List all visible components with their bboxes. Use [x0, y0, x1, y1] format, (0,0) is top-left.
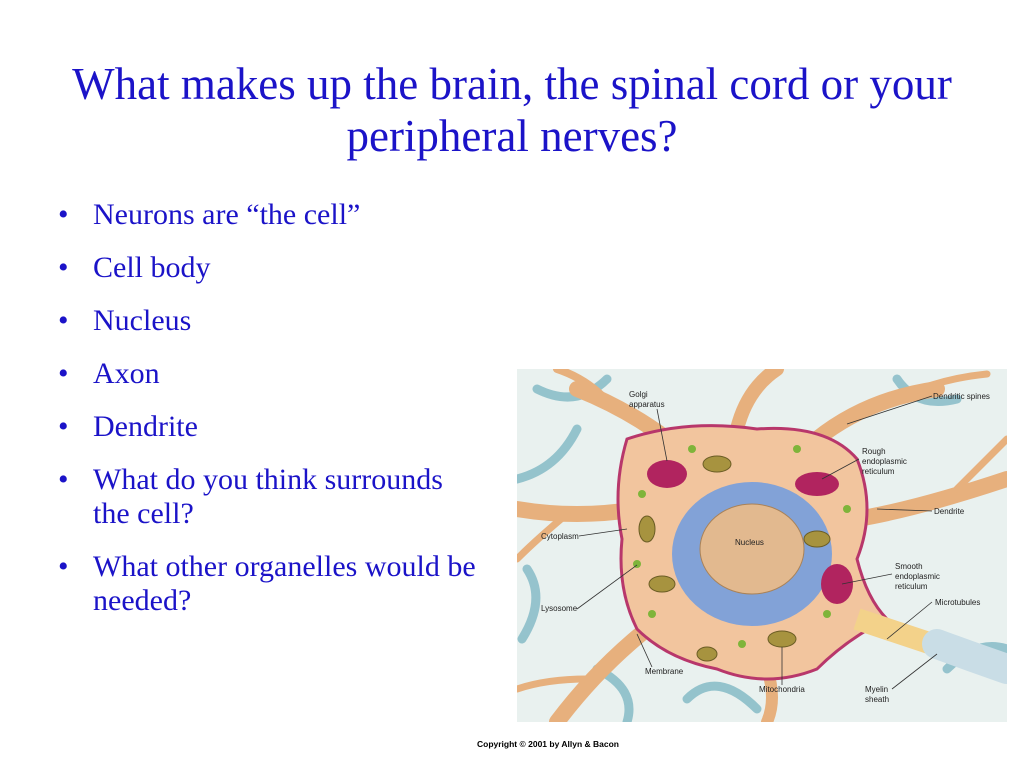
neuron-illustration: Golgi apparatus Dendritic spines Rough e…	[517, 369, 1007, 722]
label-golgi-1: Golgi	[629, 390, 648, 399]
bullet-marker: •	[58, 304, 69, 337]
bullet-text: Dendrite	[93, 410, 198, 443]
label-smooth-er-1: Smooth	[895, 562, 923, 571]
bullet-item: • Cell body	[58, 251, 478, 285]
label-lysosome: Lysosome	[541, 604, 578, 613]
copyright-text: Copyright © 2001 by Allyn & Bacon	[477, 739, 619, 749]
label-membrane: Membrane	[645, 667, 684, 676]
bullet-item: • Axon	[58, 357, 478, 391]
neuron-diagram: Golgi apparatus Dendritic spines Rough e…	[517, 369, 1007, 722]
bullet-text: Axon	[93, 357, 160, 390]
bullet-text: What do you think surrounds the cell?	[93, 463, 443, 530]
bullet-marker: •	[58, 198, 69, 231]
golgi-shape	[647, 460, 687, 488]
label-rough-er-1: Rough	[862, 447, 886, 456]
mitochondria-shapes	[638, 455, 831, 662]
bullet-marker: •	[58, 251, 69, 284]
bullet-text: Nucleus	[93, 304, 192, 337]
bullet-text: What other organelles would be needed?	[93, 550, 476, 617]
label-dendrite: Dendrite	[934, 507, 965, 516]
label-cytoplasm: Cytoplasm	[541, 532, 579, 541]
label-rough-er-3: reticulum	[862, 467, 895, 476]
bullet-marker: •	[58, 550, 69, 583]
bullet-marker: •	[58, 410, 69, 443]
label-microtubules: Microtubules	[935, 598, 980, 607]
myelin-sheath	[922, 629, 1007, 684]
bullet-marker: •	[58, 357, 69, 390]
slide-title: What makes up the brain, the spinal cord…	[72, 59, 952, 161]
label-myelin-1: Myelin	[865, 685, 888, 694]
leader-lines	[576, 395, 938, 690]
label-smooth-er-2: endoplasmic	[895, 572, 940, 581]
golgi-shape-2	[795, 472, 839, 496]
label-dendritic-spines: Dendritic spines	[933, 392, 990, 401]
label-rough-er-2: endoplasmic	[862, 457, 907, 466]
dendrites	[517, 369, 1007, 722]
nucleus-shape	[699, 503, 805, 595]
lysosome-shapes	[633, 445, 851, 648]
bullet-list: • Neurons are “the cell” • Cell body • Nucl…	[58, 198, 478, 637]
bullet-text: Cell body	[93, 251, 211, 284]
bullet-item: • Neurons are “the cell”	[58, 198, 478, 232]
label-golgi-2: apparatus	[629, 400, 665, 409]
bullet-item: • What do you think surrounds the cell?	[58, 463, 478, 531]
label-myelin-2: sheath	[865, 695, 889, 704]
bullet-item: • Dendrite	[58, 410, 478, 444]
label-nucleus: Nucleus	[735, 538, 764, 547]
golgi-shape-3	[821, 564, 853, 604]
bullet-text: Neurons are “the cell”	[93, 198, 361, 231]
label-mitochondria: Mitochondria	[759, 685, 805, 694]
bullet-item: • What other organelles would be needed?	[58, 550, 478, 618]
bullet-marker: •	[58, 463, 69, 496]
label-smooth-er-3: reticulum	[895, 582, 928, 591]
bullet-item: • Nucleus	[58, 304, 478, 338]
